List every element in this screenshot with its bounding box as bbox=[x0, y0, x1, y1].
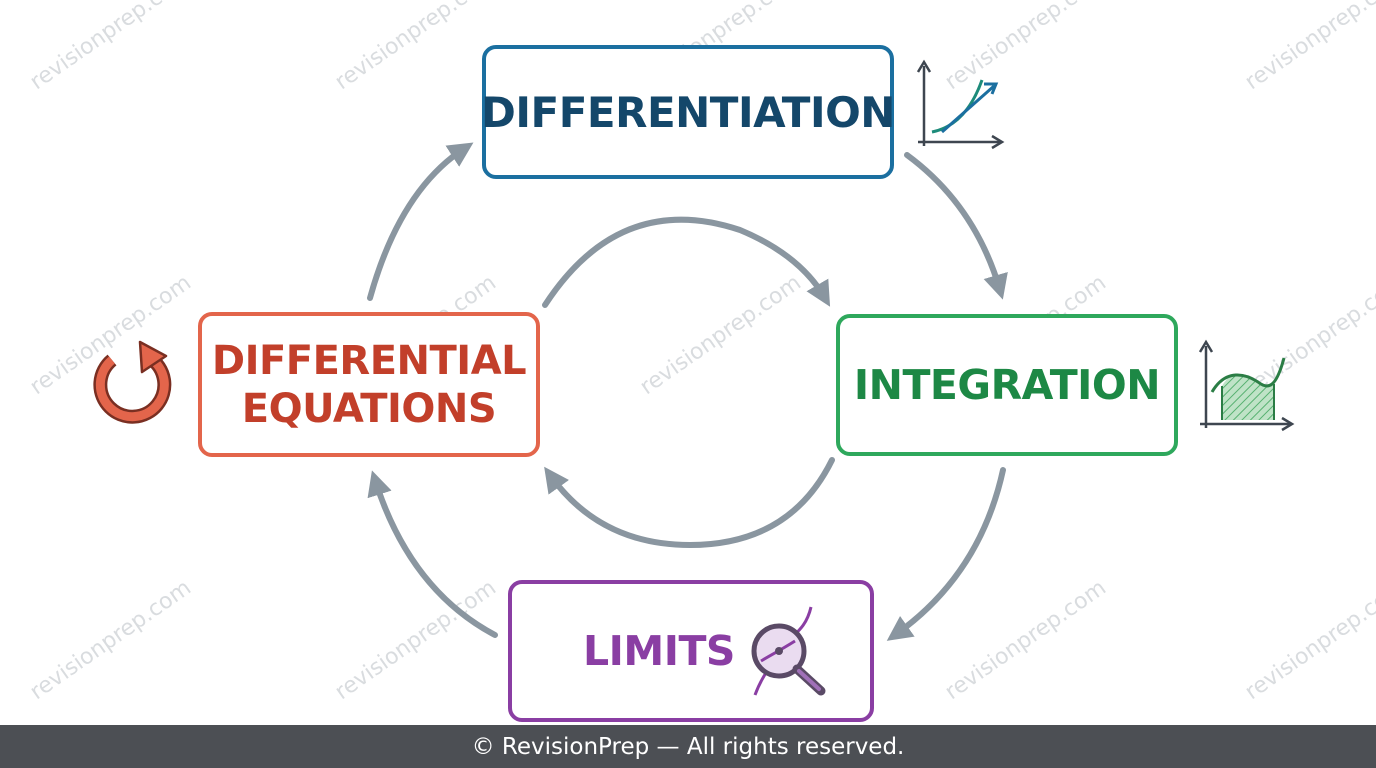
cycle-arrow-icon bbox=[93, 340, 172, 424]
copyright-text: © RevisionPrep — All rights reserved. bbox=[471, 733, 905, 760]
rising-curve-graph-icon bbox=[916, 59, 1005, 150]
node-differentiation-label: DIFFERENTIATION bbox=[481, 87, 895, 137]
node-limits-label: LIMITS bbox=[583, 627, 735, 675]
arrow-integration-to-limits bbox=[886, 467, 1006, 641]
arrow-differentiation-to-integration bbox=[904, 152, 1008, 300]
area-under-curve-icon bbox=[1198, 339, 1295, 432]
cycle-arrows bbox=[367, 142, 1008, 641]
node-differential-equations-line2: EQUATIONS bbox=[241, 385, 497, 432]
node-differential-equations-line1: DIFFERENTIAL bbox=[211, 337, 527, 384]
inner-arrow-top bbox=[542, 216, 831, 308]
node-differential-equations: DIFFERENTIAL EQUATIONS bbox=[198, 312, 540, 457]
magnifying-glass-icon bbox=[751, 606, 826, 696]
node-integration-label: INTEGRATION bbox=[853, 361, 1161, 409]
node-differentiation: DIFFERENTIATION bbox=[481, 45, 895, 179]
arrow-differential-equations-to-differentiation bbox=[367, 142, 474, 301]
footer: © RevisionPrep — All rights reserved. bbox=[0, 725, 1376, 768]
arrow-limits-to-differential-equations bbox=[367, 470, 498, 638]
inner-arrow-bottom bbox=[544, 457, 835, 549]
node-integration: INTEGRATION bbox=[836, 314, 1178, 456]
node-limits: LIMITS bbox=[508, 580, 874, 722]
